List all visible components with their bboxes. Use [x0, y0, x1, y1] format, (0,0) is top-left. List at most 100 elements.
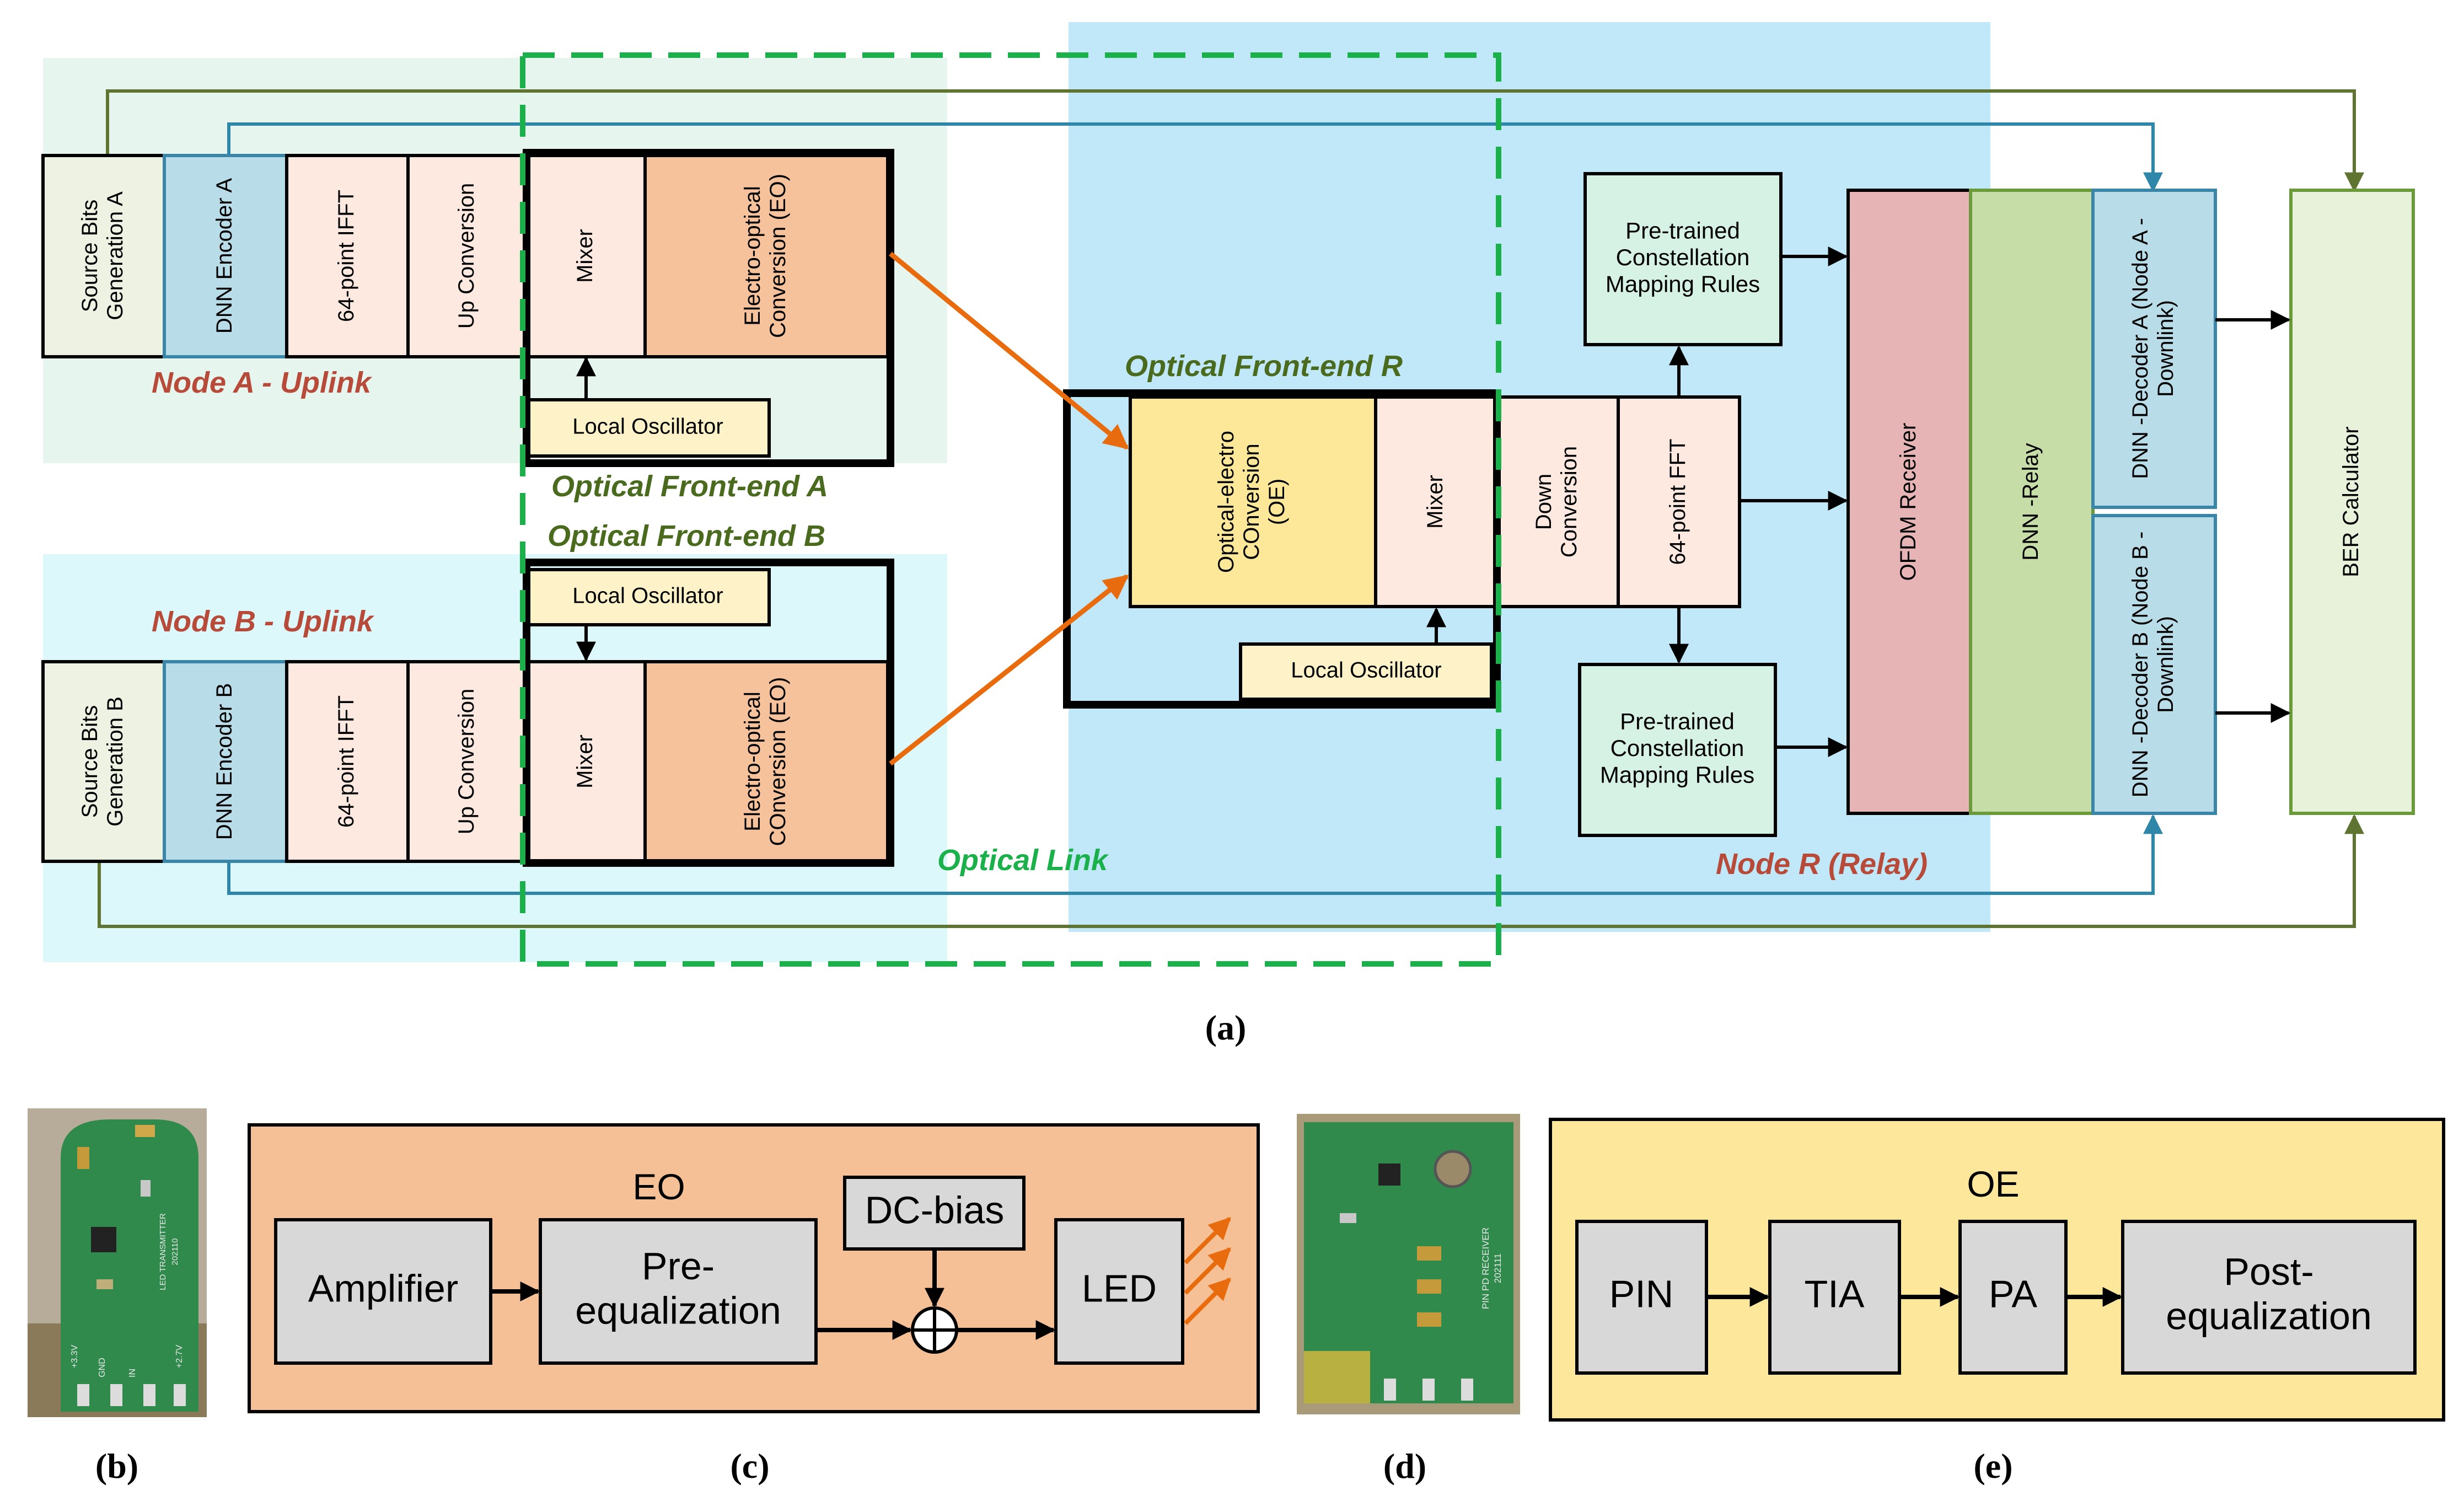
caption-c: (c): [730, 1446, 769, 1486]
ifft-b-block: [285, 660, 410, 863]
ofdm-receiver-block: [1846, 189, 1972, 815]
caption-b: (b): [95, 1446, 138, 1486]
mixer-r-label: Mixer: [1423, 475, 1447, 529]
photo-d-pad-1: [1384, 1379, 1396, 1401]
oe-r-label: Optical-electroCOnversion(OE): [1214, 431, 1289, 573]
ifft-a-block: [285, 154, 410, 358]
photo-b-pad-4: [174, 1384, 186, 1406]
caption-a: (a): [1205, 1008, 1247, 1047]
photo-b-text-6: +2.7V: [175, 1345, 184, 1369]
photo-b-text-4: GND: [98, 1358, 107, 1377]
dc-bias-label: DC-bias: [865, 1188, 1005, 1231]
photo-b-text-3: +3.3V: [70, 1345, 79, 1369]
pa-block: [1958, 1220, 2068, 1375]
source-a-label: Source BitsGeneration A: [78, 191, 127, 320]
decoder-b-block: [2091, 514, 2217, 815]
front-end-b-frame: [523, 559, 894, 867]
led-label: LED: [1082, 1267, 1157, 1310]
panel-c-eo: EO Amplifier Pre-equalization DC-bias LE…: [248, 1123, 1260, 1413]
source-a-to-ber-line: [106, 89, 2364, 192]
post-equalization-block: [2121, 1220, 2417, 1375]
led-light-ray-1: [1184, 1217, 1231, 1264]
eo-b-to-oe-arrow: [889, 574, 1129, 766]
photo-d-pad-3: [1461, 1379, 1473, 1401]
eo-a-label: Electro-opticalConversion (EO): [740, 174, 790, 338]
pin-pd-receiver-photo: PIN PD RECEIVER 202111: [1297, 1114, 1520, 1414]
fft-r-block: [1617, 395, 1741, 608]
photo-d-text-1: PIN PD RECEIVER: [1480, 1227, 1491, 1309]
upconv-a-block: [406, 154, 528, 358]
decoder-a-block: [2091, 189, 2217, 509]
node-a-uplink-label: Node A - Uplink: [152, 366, 373, 399]
node-r-front-end: Optical-electroCOnversion(OE) Mixer Down…: [1063, 389, 1741, 709]
caption-d: (d): [1383, 1446, 1426, 1486]
photo-b-component-2: [77, 1147, 89, 1169]
lo-r-block: [1239, 642, 1493, 701]
fft-r-label: 64-point FFT: [1666, 439, 1690, 565]
pre-equalization-label: Pre-equalization: [575, 1245, 781, 1332]
upconv-b-label: Up Conversion: [454, 689, 479, 835]
node-r-relay-label: Node R (Relay): [1716, 848, 1928, 881]
front-end-b-label: Optical Front-end B: [547, 519, 825, 553]
ifft-a-label: 64-point IFFT: [334, 190, 358, 322]
led-transmitter-photo: LED TRANSMITTER 202110 +3.3V GND IN +2.7…: [28, 1108, 207, 1417]
lo-r-label: Local Oscillator: [1291, 658, 1441, 683]
encoder-a-block: [163, 154, 288, 358]
tia-label: TIA: [1805, 1272, 1865, 1315]
source-b-block: [41, 660, 166, 863]
photo-b-component-1: [135, 1125, 155, 1137]
decoder-a-label: DNN -Decoder A (Node A -Downlink): [2128, 218, 2178, 479]
oe-title: OE: [1967, 1164, 2019, 1204]
pre-equalization-block: [539, 1218, 818, 1365]
optical-link-frame: [520, 52, 1501, 967]
front-end-r-label: Optical Front-end R: [1125, 350, 1403, 383]
node-a-chain: Source BitsGeneration A DNN Encoder A 64…: [41, 149, 894, 467]
pin-label: PIN: [1609, 1272, 1674, 1315]
photo-d-component-2: [1417, 1279, 1441, 1294]
photo-b-component-3: [141, 1180, 151, 1197]
mixer-a-block: [525, 154, 647, 358]
encoder-b-block: [163, 660, 288, 863]
photo-b-pad-2: [110, 1384, 122, 1406]
photo-d-component-1: [1417, 1246, 1441, 1261]
front-end-a-frame: [523, 149, 894, 467]
encoder-b-to-decoder-b-line: [227, 814, 2163, 895]
upconv-a-label: Up Conversion: [454, 183, 479, 329]
source-b-label: Source BitsGeneration B: [78, 696, 127, 827]
front-end-a-label: Optical Front-end A: [551, 470, 828, 503]
photo-b-pad-3: [143, 1384, 155, 1406]
photo-d-wires: [1304, 1351, 1370, 1403]
photo-b-text-5: IN: [128, 1369, 137, 1377]
photo-d-photodiode: [1434, 1150, 1472, 1188]
amplifier-block: [274, 1218, 492, 1365]
eo-a-to-oe-arrow: [889, 251, 1129, 450]
photo-d-pad-2: [1422, 1379, 1435, 1401]
node-b-uplink-label: Node B - Uplink: [152, 605, 375, 638]
mixer-b-label: Mixer: [573, 734, 597, 789]
encoder-a-label: DNN Encoder A: [212, 178, 237, 334]
oe-r-block: [1129, 395, 1377, 608]
photo-b-board: [61, 1119, 198, 1412]
photo-d-chip: [1378, 1164, 1400, 1186]
diagram-a: Source BitsGeneration A DNN Encoder A 64…: [41, 22, 2415, 1047]
photo-d-text-2: 202111: [1493, 1253, 1503, 1283]
lo-b-block: [525, 568, 771, 626]
upconv-b-block: [406, 660, 528, 863]
photo-b-text-1: LED TRANSMITTER: [158, 1213, 168, 1290]
decoder-b-label: DNN -Decoder B (Node B -Downlink): [2128, 532, 2178, 797]
encoder-b-label: DNN Encoder B: [212, 683, 237, 840]
encoder-a-to-decoder-a-line: [227, 122, 2163, 192]
photo-b-text-2: 202110: [170, 1238, 180, 1266]
photo-d-component-3: [1417, 1312, 1441, 1327]
source-b-to-ber-line: [98, 814, 2364, 928]
eo-title: EO: [632, 1166, 685, 1207]
amplifier-label: Amplifier: [308, 1267, 458, 1310]
lo-b-label: Local Oscillator: [572, 584, 723, 608]
photo-b-chip: [91, 1227, 116, 1252]
eo-b-label: Electro-opticalCOnversion (EO): [740, 677, 790, 846]
rules-top-block: [1583, 172, 1783, 346]
dnn-relay-label: DNN -Relay: [2019, 443, 2043, 560]
dc-bias-block: [843, 1176, 1026, 1251]
